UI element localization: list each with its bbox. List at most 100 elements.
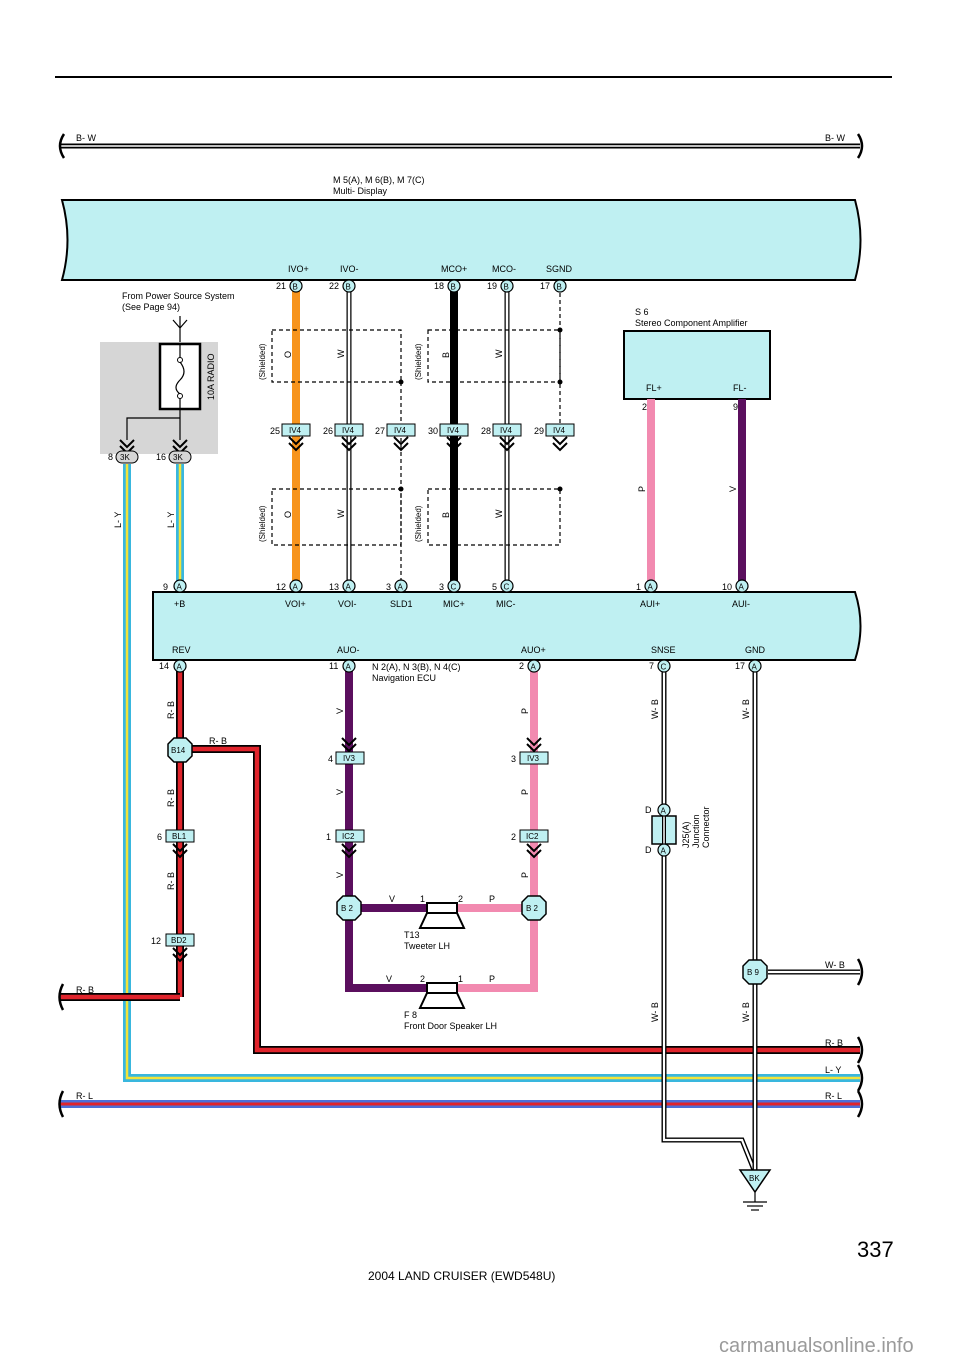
svg-text:B 2: B 2 — [526, 904, 539, 913]
wire-label-p: P — [520, 872, 530, 878]
pin-ivo-plus: IVO+ — [288, 264, 309, 274]
svg-text:D: D — [645, 805, 652, 815]
svg-text:28: 28 — [481, 426, 491, 436]
svg-text:MIC+: MIC+ — [443, 599, 465, 609]
svg-text:16: 16 — [156, 452, 166, 462]
wire-label-rb: R- B — [209, 736, 227, 746]
svg-text:A: A — [531, 663, 537, 672]
svg-text:VOI-: VOI- — [338, 599, 357, 609]
svg-text:10: 10 — [722, 582, 732, 592]
page-footer: 2004 LAND CRUISER (EWD548U) — [368, 1269, 555, 1283]
display-pin-19: 19 B — [487, 279, 514, 293]
ecu-pin-12a: 12 A VOI+ — [276, 579, 306, 609]
svg-text:25: 25 — [270, 426, 280, 436]
svg-text:3K: 3K — [120, 453, 130, 462]
wire-label-rl: R- L — [76, 1091, 93, 1101]
wire-break — [856, 1064, 864, 1092]
svg-text:D: D — [645, 845, 652, 855]
svg-text:22: 22 — [329, 281, 339, 291]
ground-icon — [738, 1169, 772, 1211]
shield-box-top-right — [427, 329, 561, 383]
bd2-connector: 12 BD2 — [151, 933, 195, 962]
nav-ecu-name: Navigation ECU — [372, 673, 436, 683]
shield-dot — [557, 327, 563, 333]
ecu-label-snse: SNSE — [651, 645, 676, 655]
wire-label-p: P — [520, 789, 530, 795]
shielded-label: (Shielded) — [414, 505, 423, 542]
junction-line2: Connector — [701, 806, 711, 848]
multi-display-code: M 5(A), M 6(B), M 7(C) — [333, 175, 425, 185]
wire-rb-long — [192, 745, 860, 1054]
shield-box-bottom-right — [427, 488, 561, 546]
ground-label: BK — [749, 1174, 760, 1183]
svg-text:A: A — [346, 663, 352, 672]
iv4-connector-29: 29 IV4 — [534, 423, 575, 451]
svg-text:IV4: IV4 — [447, 426, 460, 435]
wire-label-rb: R- B — [76, 985, 94, 995]
svg-text:18: 18 — [434, 281, 444, 291]
svg-text:17: 17 — [540, 281, 550, 291]
svg-text:IV3: IV3 — [527, 754, 540, 763]
svg-text:19: 19 — [487, 281, 497, 291]
ecu-label-auo-plus: AUO+ — [521, 645, 546, 655]
svg-text:A: A — [648, 583, 654, 592]
shield-box-top-left — [271, 329, 402, 383]
ecu-pin-5c: 5 C MIC- — [492, 579, 516, 609]
ecu-pin-13a: 13 A VOI- — [329, 579, 357, 609]
tweeter-icon — [418, 902, 466, 929]
wire-label-rb: R- B — [166, 701, 176, 719]
power-note-line1: From Power Source System — [122, 291, 235, 301]
display-pin-17: 17 B — [540, 279, 567, 293]
wire-break — [58, 983, 65, 1011]
svg-text:29: 29 — [534, 426, 544, 436]
amp-pin-fl-minus: FL- — [733, 383, 747, 393]
wire-break — [58, 1090, 65, 1118]
amp-code: S 6 — [635, 307, 649, 317]
wire-label-w: W — [336, 509, 346, 518]
svg-text:21: 21 — [276, 281, 286, 291]
wire-auo-minus-speaker — [345, 913, 427, 992]
ecu-label-auo-minus: AUO- — [337, 645, 360, 655]
svg-text:+B: +B — [174, 599, 185, 609]
speaker-name: Front Door Speaker LH — [404, 1021, 497, 1031]
fuse-branch — [126, 417, 180, 440]
wire-label-wb: W- B — [741, 1002, 751, 1022]
iv4-connector-30: 30 IV4 — [428, 423, 469, 451]
shielded-label: (Shielded) — [414, 343, 423, 380]
svg-text:B: B — [504, 283, 509, 292]
svg-text:MIC-: MIC- — [496, 599, 516, 609]
svg-text:VOI+: VOI+ — [285, 599, 306, 609]
shield-dot — [398, 379, 404, 385]
wire-label-w: W — [494, 349, 504, 358]
svg-text:B 9: B 9 — [747, 968, 760, 977]
tweeter-pin-1: 1 — [420, 894, 425, 904]
ecu-pin-1a: 1 A AUI+ — [636, 579, 660, 609]
ecu-pin-10a: 10 A AUI- — [722, 579, 750, 609]
bw-label-right: B- W — [825, 133, 846, 143]
ecu-pin-3a: 3 A SLD1 — [386, 579, 413, 609]
svg-text:2: 2 — [511, 832, 516, 842]
shield-dot — [557, 379, 563, 385]
shield-box-bottom-left — [271, 488, 402, 546]
svg-text:B 2: B 2 — [341, 904, 354, 913]
bl1-connector: 6 BL1 — [157, 829, 195, 858]
wire-break — [856, 1036, 864, 1064]
wire-label-o: O — [283, 351, 293, 358]
svg-text:14: 14 — [159, 661, 169, 671]
watermark: carmanualsonline.info — [719, 1335, 914, 1357]
svg-text:AUI+: AUI+ — [640, 599, 660, 609]
wire-ly-long — [123, 464, 860, 1082]
wire-label-w: W — [336, 349, 346, 358]
svg-text:BL1: BL1 — [172, 832, 187, 841]
svg-text:IC2: IC2 — [526, 832, 539, 841]
svg-text:7: 7 — [649, 661, 654, 671]
wire-label-rb: R- B — [166, 872, 176, 890]
svg-text:3: 3 — [511, 754, 516, 764]
display-pin-21: 21 B — [276, 279, 303, 293]
navigation-ecu-panel — [152, 591, 862, 661]
svg-text:1: 1 — [326, 832, 331, 842]
wire-label-b: B — [441, 352, 451, 358]
bw-label-left: B- W — [76, 133, 97, 143]
display-pin-22: 22 B — [329, 279, 356, 293]
fuse-icon — [158, 342, 202, 440]
